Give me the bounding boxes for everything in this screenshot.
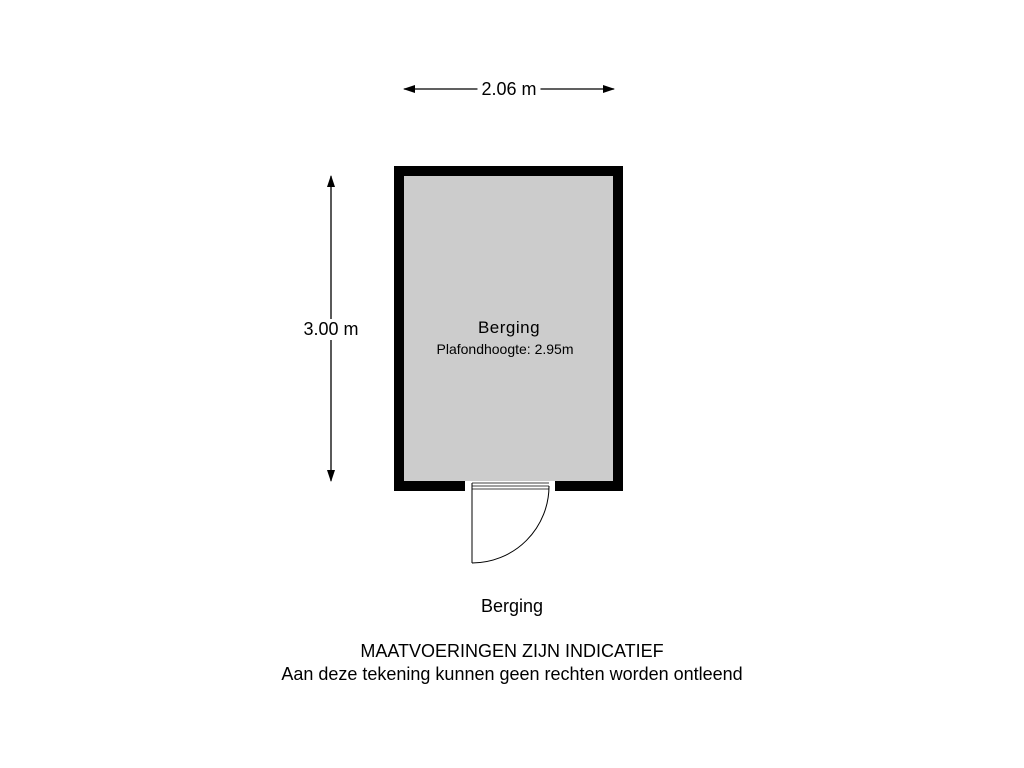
floor-label: Berging	[480, 596, 544, 616]
width-dimension-label: 2.06 m	[477, 79, 541, 100]
height-dimension-label: 3.00 m	[299, 319, 363, 340]
room-floor	[404, 176, 613, 481]
room-ceiling-height: Plafondhoogte: 2.95m	[436, 341, 574, 357]
door-opening	[465, 481, 555, 492]
door-swing-arc	[471, 485, 550, 564]
room-name: Berging	[477, 318, 541, 337]
disclaimer-title: MAATVOERINGEN ZIJN INDICATIEF	[360, 641, 664, 661]
disclaimer-text: Aan deze tekening kunnen geen rechten wo…	[281, 664, 743, 684]
